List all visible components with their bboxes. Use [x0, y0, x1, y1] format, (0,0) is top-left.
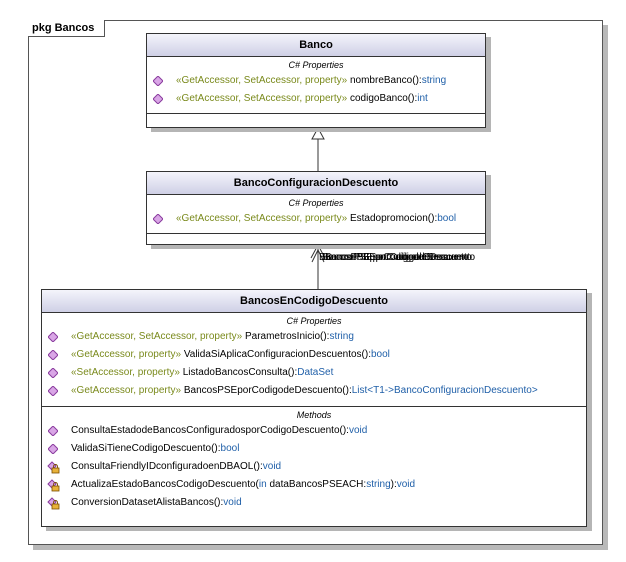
member-name: ActualizaEstadoBancosCodigoDescuento(: [71, 479, 259, 490]
property-row[interactable]: «GetAccessor, SetAccessor, property» Par…: [42, 328, 586, 346]
stereotype: «GetAccessor, SetAccessor, property»: [176, 213, 348, 224]
connector-label: BancosPSEporCodigodeDescuento: [322, 252, 472, 263]
member-type: string: [329, 331, 354, 342]
association-arrowhead-2: [311, 248, 325, 263]
method-row[interactable]: ConsultaFriendlyIDconfiguradoenDBAOL():v…: [42, 458, 586, 476]
class-name: Banco: [147, 34, 485, 57]
param-type: string: [366, 479, 391, 490]
method-row[interactable]: ValidaSiTieneCodigoDescuento():bool: [42, 440, 586, 458]
section-title: C# Properties: [288, 198, 344, 208]
member-type: int: [417, 93, 428, 104]
class-name: BancoConfiguracionDescuento: [147, 172, 485, 195]
property-icon: [48, 350, 58, 360]
member-type: void: [396, 479, 416, 490]
property-icon: [48, 332, 58, 342]
property-icon: [153, 76, 163, 86]
method-row[interactable]: ConversionDatasetAlistaBancos():void: [42, 494, 586, 512]
member-name: ListadoBancosConsulta():: [179, 367, 298, 378]
stereotype: «GetAccessor, property»: [71, 349, 182, 360]
member-type: void: [348, 425, 368, 436]
stereotype: «GetAccessor, property»: [71, 385, 182, 396]
property-row[interactable]: «GetAccessor, property» BancosPSEporCodi…: [42, 382, 586, 400]
class-banco[interactable]: Banco C# Properties «GetAccessor, SetAcc…: [146, 33, 486, 128]
stereotype: «GetAccessor, SetAccessor, property»: [176, 93, 348, 104]
section-title: C# Properties: [286, 316, 342, 326]
properties-section: C# Properties «GetAccessor, SetAccessor,…: [147, 59, 485, 114]
member-name: nombreBanco():: [347, 75, 422, 86]
member-name: ValidaSiAplicaConfiguracionDescuentos():: [181, 349, 371, 360]
properties-section: C# Properties «GetAccessor, SetAccessor,…: [147, 197, 485, 234]
private-method-icon: [47, 479, 60, 492]
property-icon: [153, 94, 163, 104]
methods-section: Methods ConsultaEstadodeBancosConfigurad…: [42, 409, 586, 512]
param-close: ):: [390, 479, 397, 490]
param-direction: in: [258, 479, 267, 490]
method-row[interactable]: ConsultaEstadodeBancosConfiguradosporCod…: [42, 422, 586, 440]
member-name: codigoBanco():: [347, 93, 418, 104]
param-name: dataBancosPSEACH:: [266, 479, 367, 490]
method-row[interactable]: ActualizaEstadoBancosCodigoDescuento(in …: [42, 476, 586, 494]
class-name: BancosEnCodigoDescuento: [42, 290, 586, 313]
member-type: DataSet: [297, 367, 334, 378]
member-type: bool: [370, 349, 390, 360]
property-row[interactable]: «GetAccessor, SetAccessor, property» Est…: [147, 210, 485, 228]
property-icon: [48, 368, 58, 378]
member-name: ConversionDatasetAlistaBancos():: [71, 497, 224, 508]
package-label: pkg Bancos: [28, 20, 106, 37]
property-row[interactable]: «SetAccessor, property» ListadoBancosCon…: [42, 364, 586, 382]
private-method-icon: [47, 497, 60, 510]
empty-section: [147, 114, 485, 129]
connector-label: BancosPSEporCodigodeDescuento: [325, 252, 475, 263]
member-type: List<T1->BancoConfiguracionDescuento>: [351, 385, 538, 396]
stereotype: «SetAccessor, property»: [71, 367, 180, 378]
property-icon: [48, 386, 58, 396]
properties-section: C# Properties «GetAccessor, SetAccessor,…: [42, 315, 586, 407]
member-type: string: [421, 75, 447, 86]
member-type: void: [223, 497, 242, 508]
private-method-icon: [47, 461, 60, 474]
member-name: ConsultaEstadodeBancosConfiguradosporCod…: [71, 425, 349, 436]
member-type: bool: [220, 443, 240, 454]
class-bancos-en-codigo-descuento[interactable]: BancosEnCodigoDescuento C# Properties «G…: [41, 289, 587, 527]
member-name: ValidaSiTieneCodigoDescuento():: [71, 443, 221, 454]
member-type: void: [262, 461, 282, 472]
section-title: Methods: [296, 410, 332, 420]
property-row[interactable]: «GetAccessor, SetAccessor, property» cod…: [147, 90, 485, 108]
stereotype: «GetAccessor, SetAccessor, property»: [176, 75, 348, 86]
method-icon: [48, 444, 58, 454]
member-type: bool: [437, 213, 457, 224]
member-name: BancosPSEporCodigodeDescuento():: [181, 385, 352, 396]
generalization-arrowhead: [311, 126, 325, 140]
property-row[interactable]: «GetAccessor, property» ValidaSiAplicaCo…: [42, 346, 586, 364]
connector-label: BancosPSEporCodigodeDescuento: [319, 252, 469, 263]
member-name: ParametrosInicio():: [242, 331, 330, 342]
method-icon: [48, 426, 58, 436]
property-icon: [153, 214, 163, 224]
class-banco-configuracion-descuento[interactable]: BancoConfiguracionDescuento C# Propertie…: [146, 171, 486, 245]
empty-section: [147, 234, 485, 247]
member-name: ConsultaFriendlyIDconfiguradoenDBAOL():: [71, 461, 263, 472]
stereotype: «GetAccessor, SetAccessor, property»: [71, 331, 243, 342]
member-name: Estadopromocion():: [347, 213, 438, 224]
property-row[interactable]: «GetAccessor, SetAccessor, property» nom…: [147, 72, 485, 90]
section-title: C# Properties: [288, 60, 344, 70]
